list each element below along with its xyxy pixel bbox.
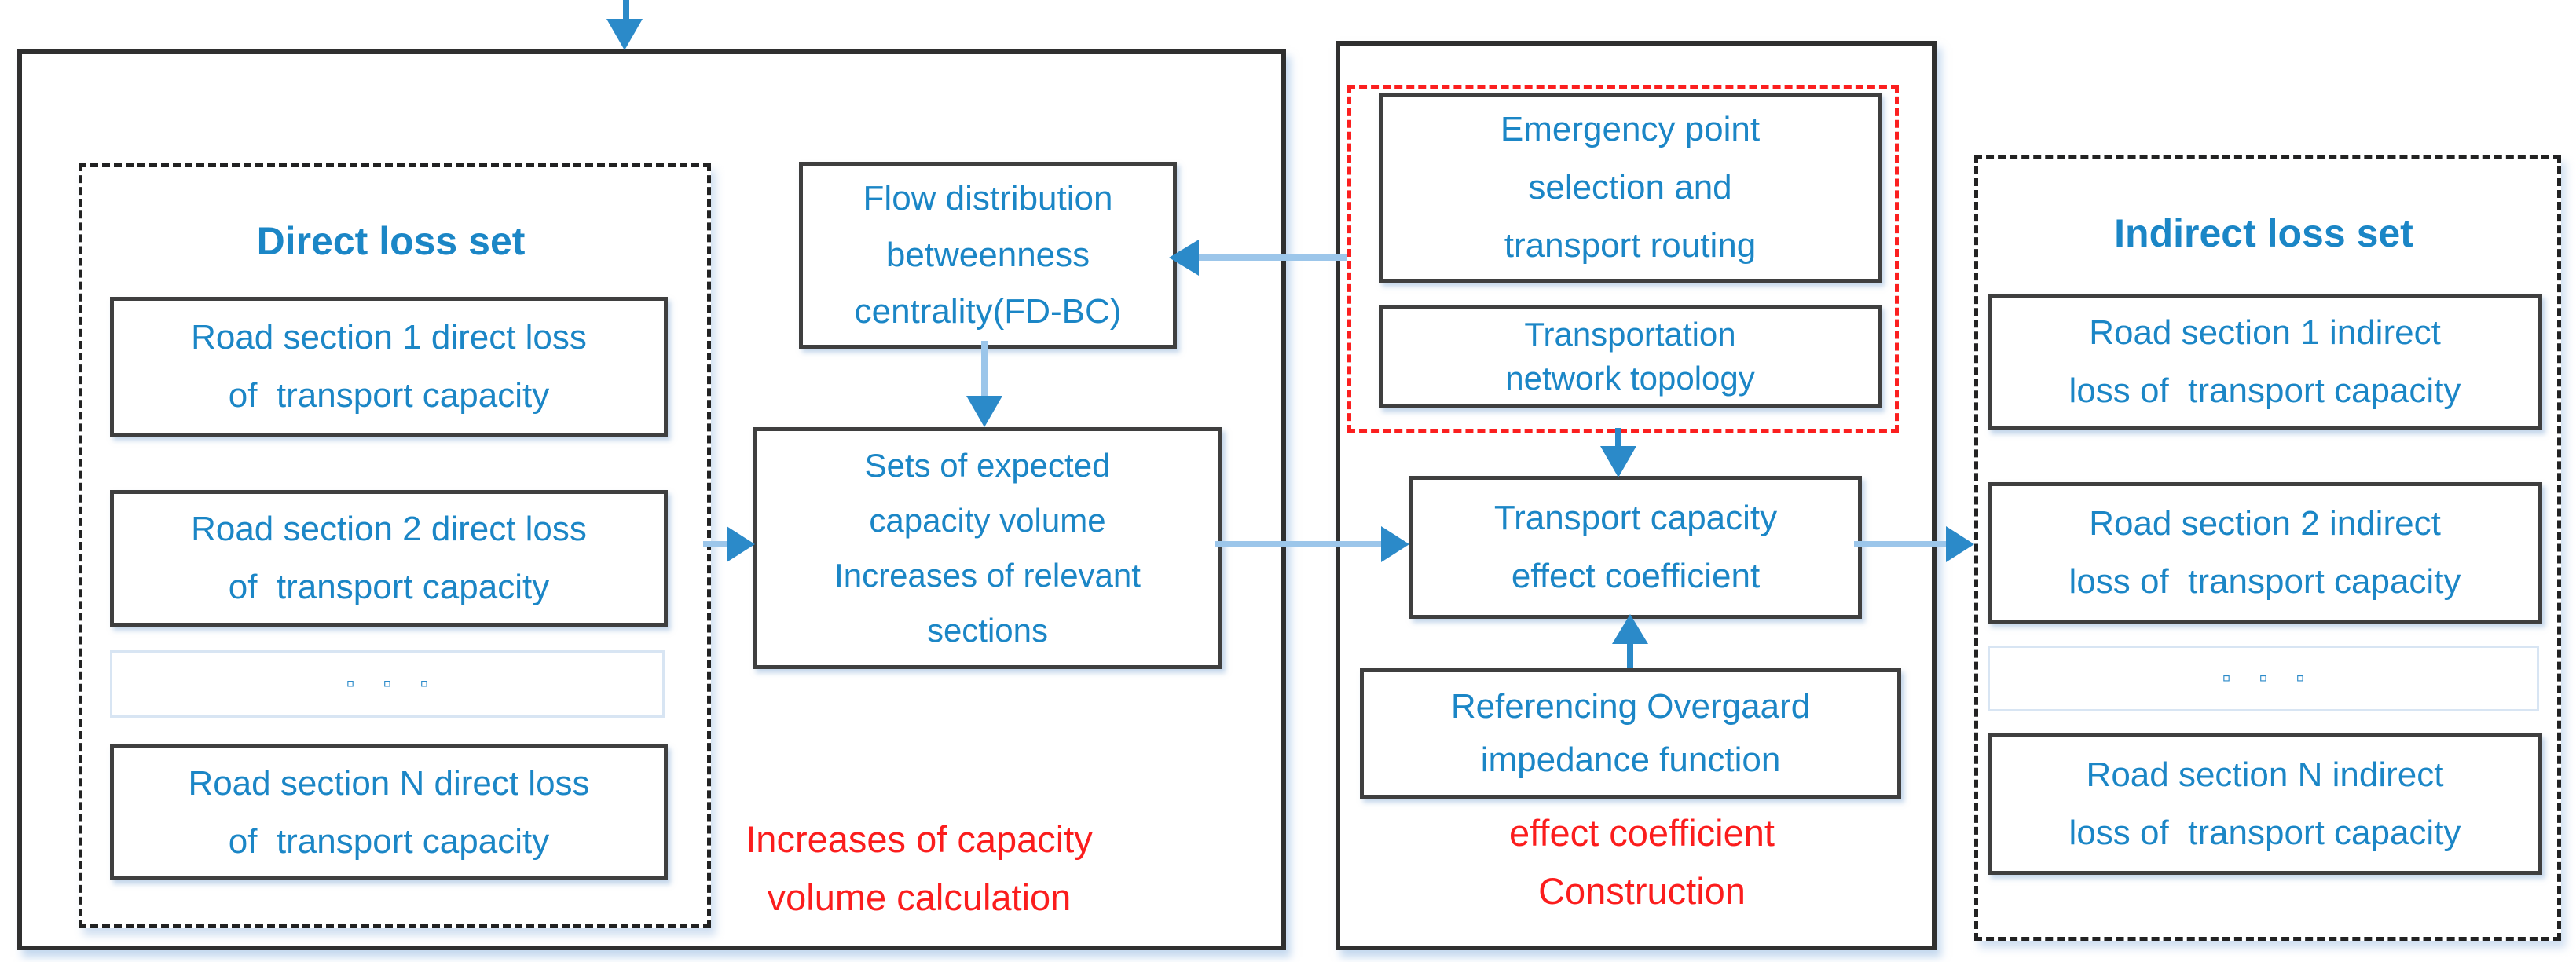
effect-coefficient-box: Transport capacity effect coefficient	[1409, 476, 1862, 619]
text-line: selection and	[1528, 168, 1732, 207]
text-line: effect coefficient	[1511, 557, 1761, 595]
indirect-loss-box-2: Road section 2 indirect loss of transpor…	[1988, 482, 2542, 624]
caption-line: Construction	[1538, 870, 1746, 912]
arrow-fdbc-to-sets-head	[966, 396, 1002, 427]
text-line: Transportation	[1524, 316, 1736, 353]
arrow-sets-to-coefficient-head	[1381, 526, 1409, 562]
text-line: network topology	[1505, 360, 1755, 397]
text-line: loss of transport capacity	[2068, 371, 2461, 410]
arrow-input-to-coefficient-head	[1600, 446, 1636, 477]
text-line: of transport capacity	[228, 568, 550, 606]
text-line: Road section N direct loss	[188, 763, 590, 803]
text-line: Increases of relevant	[834, 557, 1141, 594]
text-line: loss of transport capacity	[2068, 814, 2461, 852]
indirect-loss-box-1: Road section 1 indirect loss of transpor…	[1988, 294, 2542, 430]
indirect-loss-box-n: Road section N indirect loss of transpor…	[1988, 733, 2542, 875]
expected-capacity-box: Sets of expected capacity volume Increas…	[753, 427, 1222, 669]
text-line: betweenness	[885, 236, 1090, 274]
construction-caption: effect coefficient Construction	[1446, 804, 1838, 920]
text-line: Road section 1 indirect	[2089, 313, 2441, 352]
ellipsis-dots: ▫ ▫ ▫	[2222, 665, 2305, 691]
arrow-fdbc-to-sets-line	[981, 341, 988, 397]
direct-loss-set-title: Direct loss set	[256, 219, 526, 263]
fdbc-box: Flow distribution betweenness centrality…	[799, 162, 1177, 349]
arrow-top-entry-head	[606, 19, 643, 50]
text-line: Road section 1 direct loss	[191, 318, 587, 357]
text-line: Sets of expected	[864, 447, 1111, 484]
text-line: Referencing Overgaard	[1450, 687, 1811, 726]
arrow-input-to-coefficient-line	[1615, 428, 1621, 448]
text-line: Transport capacity	[1493, 499, 1778, 537]
arrow-overgaard-to-coefficient-line	[1627, 644, 1633, 668]
arrow-direct-to-sets-head	[727, 526, 755, 562]
direct-loss-box-1: Road section 1 direct loss of transport …	[110, 297, 668, 437]
overgaard-function-box: Referencing Overgaard impedance function	[1360, 668, 1901, 799]
arrow-coefficient-to-indirect-line	[1854, 541, 1946, 547]
indirect-loss-ellipsis: ▫ ▫ ▫	[1988, 646, 2539, 711]
text-line: transport routing	[1504, 226, 1757, 265]
text-line: impedance function	[1480, 741, 1781, 779]
text-line: Road section N indirect	[2086, 755, 2444, 794]
direct-loss-ellipsis: ▫ ▫ ▫	[110, 650, 665, 718]
direct-loss-box-n: Road section N direct loss of transport …	[110, 744, 668, 880]
calculation-caption: Increases of capacity volume calculation	[723, 810, 1116, 927]
text-line: Flow distribution	[863, 179, 1113, 218]
emergency-point-box: Emergency point selection and transport …	[1379, 93, 1882, 283]
arrow-overgaard-to-coefficient-head	[1612, 614, 1648, 644]
input-data-group	[1347, 85, 1899, 433]
caption-line: effect coefficient	[1509, 812, 1775, 854]
text-line: centrality(FD-BC)	[854, 292, 1122, 331]
text-line: Emergency point	[1500, 110, 1761, 148]
arrow-direct-to-sets-line	[703, 541, 727, 547]
arrow-input-to-fdbc-head	[1169, 240, 1199, 276]
ellipsis-dots: ▫ ▫ ▫	[346, 671, 429, 697]
direct-loss-box-2: Road section 2 direct loss of transport …	[110, 490, 668, 627]
caption-line: volume calculation	[767, 876, 1072, 918]
text-line: of transport capacity	[228, 376, 550, 415]
arrow-sets-to-coefficient-line	[1215, 541, 1381, 547]
text-line: capacity volume	[869, 502, 1106, 539]
arrow-coefficient-to-indirect-head	[1946, 526, 1974, 562]
text-line: loss of transport capacity	[2068, 562, 2461, 601]
text-line: sections	[926, 612, 1049, 649]
text-line: of transport capacity	[228, 821, 550, 861]
text-line: Road section 2 indirect	[2089, 504, 2441, 543]
indirect-loss-set-title: Indirect loss set	[2114, 211, 2413, 255]
arrow-input-to-fdbc-line	[1199, 254, 1347, 261]
arrow-top-entry-line	[623, 0, 629, 20]
network-topology-box: Transportation network topology	[1379, 305, 1882, 408]
indirect-loss-set-group	[1974, 155, 2561, 941]
text-line: Road section 2 direct loss	[191, 510, 587, 548]
caption-line: Increases of capacity	[746, 818, 1093, 860]
